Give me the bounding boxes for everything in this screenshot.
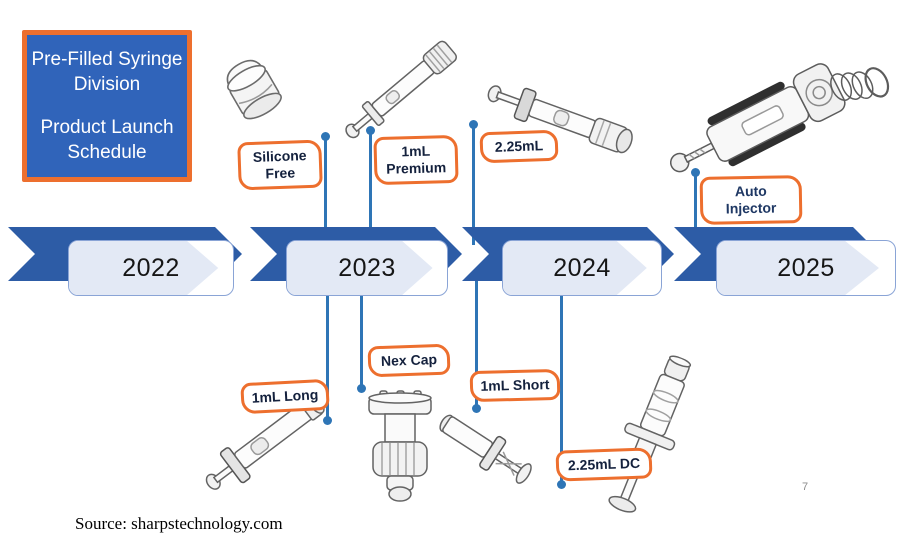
1ml-short-syringe-illustration [429, 402, 542, 496]
connector-dot-1ml-premium [366, 126, 375, 135]
tag-2.25ml-dc: 2.25mL DC [555, 447, 653, 482]
title-line-2: Product Launch Schedule [40, 117, 174, 164]
connector-nex-cap [360, 272, 363, 388]
tag-2.25ml: 2.25mL [479, 129, 559, 164]
2.25ml-syringe-illustration [479, 70, 643, 167]
connector-1ml-long [326, 272, 329, 420]
year-chevron [287, 241, 433, 295]
tag-1ml-long: 1mL Long [240, 378, 330, 415]
connector-2.25ml-dc [560, 272, 563, 484]
connector-dot-nex-cap [357, 384, 366, 393]
plunger-stopper-illustration [196, 34, 313, 151]
connector-dot-2.25ml-dc [557, 480, 566, 489]
year-box-2022: 2022 [68, 240, 234, 296]
tag-1ml-short: 1mL Short [469, 368, 561, 402]
year-label-2023: 2023 [338, 253, 396, 282]
year-chevron [717, 241, 879, 295]
connector-silicone-free [324, 136, 327, 245]
title-box: Pre-Filled Syringe Division Product Laun… [22, 30, 192, 182]
connector-auto-injector [694, 172, 697, 245]
tag-1ml-premium: 1mL Premium [373, 134, 459, 185]
tag-silicone-free: Silicone Free [237, 139, 323, 191]
tag-nex-cap: Nex Cap [367, 343, 451, 378]
1ml-premium-syringe-illustration [333, 30, 467, 152]
connector-1ml-premium [369, 130, 372, 245]
year-chevron [503, 241, 647, 295]
page-number: 7 [802, 481, 809, 493]
year-box-2023: 2023 [286, 240, 448, 296]
connector-2.25ml [472, 124, 475, 245]
year-box-2025: 2025 [716, 240, 896, 296]
year-label-2022: 2022 [122, 253, 180, 282]
connector-dot-2.25ml [469, 120, 478, 129]
year-label-2025: 2025 [777, 253, 835, 282]
connector-dot-1ml-short [472, 404, 481, 413]
connector-dot-silicone-free [321, 132, 330, 141]
year-label-2024: 2024 [553, 253, 611, 282]
nex-cap-device-illustration [352, 388, 448, 506]
connector-dot-1ml-long [323, 416, 332, 425]
auto-injector-device-illustration [652, 27, 900, 209]
connector-1ml-short [475, 272, 478, 408]
tag-auto-injector: Auto Injector [699, 175, 803, 225]
title-line-1: Pre-Filled Syringe Division [31, 48, 183, 95]
source-citation: Source: sharpstechnology.com [75, 514, 283, 533]
connector-dot-auto-injector [691, 168, 700, 177]
year-box-2024: 2024 [502, 240, 662, 296]
year-chevron [69, 241, 219, 295]
2.25ml-dc-syringe-illustration [593, 347, 710, 524]
